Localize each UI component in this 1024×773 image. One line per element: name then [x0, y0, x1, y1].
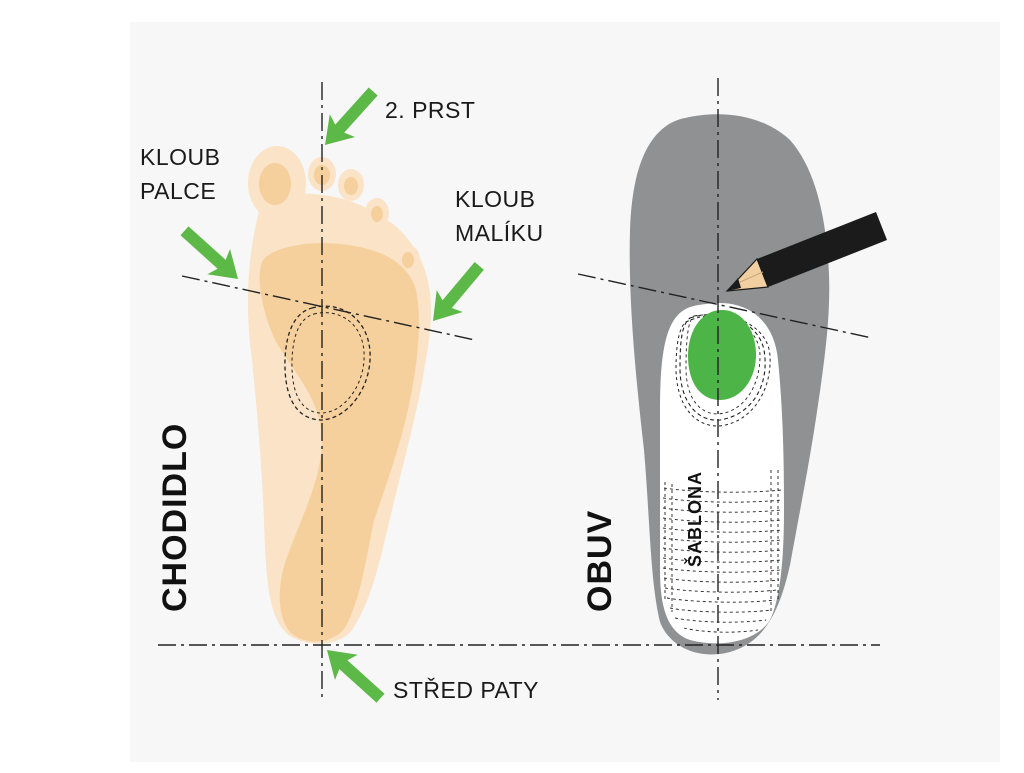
second-toe-label: 2. PRST: [385, 97, 475, 123]
little-toe-pad: [402, 252, 414, 268]
pencil-icon: [725, 212, 887, 292]
foot-illustration: [247, 146, 432, 644]
guide-lines: [158, 78, 880, 700]
green-arrow-icon: [433, 261, 484, 321]
template-dashed-ring-2: [675, 315, 771, 427]
arrows: [180, 87, 484, 703]
green-arrow-icon: [327, 650, 385, 703]
heel-center-label: STŘED PATY: [393, 677, 539, 703]
big-toe-joint-label-line1: KLOUB: [140, 144, 220, 170]
template-hatching: [662, 470, 783, 633]
foot-title: CHODIDLO: [156, 423, 194, 612]
shoe-title: OBUV: [581, 510, 619, 612]
little-toe-joint-label-line1: KLOUB: [455, 186, 535, 212]
green-arrow-icon: [325, 87, 378, 145]
ball-outline-inner: [291, 312, 365, 414]
fourth-toe-pad: [371, 206, 383, 222]
shoe-joint-line: [577, 273, 873, 339]
template-label: ŠABLONA: [684, 471, 705, 567]
green-arrow-icon: [180, 226, 238, 279]
little-toe-joint-label-line2: MALÍKU: [455, 220, 544, 246]
footprint-contact-area: [259, 243, 419, 642]
ball-marker: [688, 310, 756, 400]
big-toe-pad: [259, 163, 291, 205]
foot-joint-line: [181, 275, 476, 341]
third-toe-pad: [344, 177, 358, 195]
pencil-lead: [727, 278, 741, 291]
shoe-illustration: [629, 114, 887, 655]
ball-outline: [284, 305, 371, 421]
big-toe-joint-label-line2: PALCE: [140, 178, 216, 204]
pencil-body: [757, 212, 887, 287]
